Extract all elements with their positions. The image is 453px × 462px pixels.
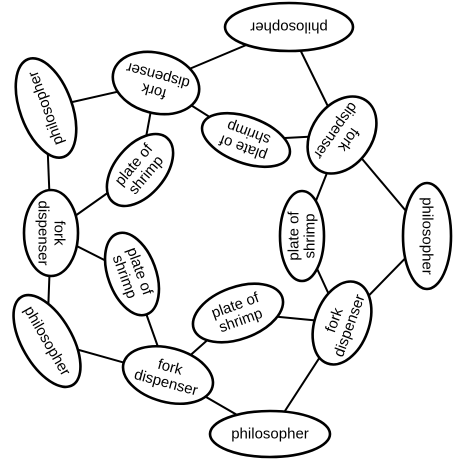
node-ellipse: [223, 1, 355, 53]
node-ellipse: [12, 293, 82, 389]
node-p-bottom: philosopher: [208, 409, 332, 459]
node-label-line: philosopher: [419, 197, 436, 275]
node-ellipse: [278, 189, 326, 283]
node-ellipse: [121, 345, 215, 405]
node-ellipse: [200, 111, 292, 169]
node-ellipse: [311, 280, 373, 366]
node-ellipse: [306, 95, 378, 175]
node-label-line: shrimp: [302, 213, 319, 258]
node-p-right: philosopher: [401, 181, 453, 291]
edge-layer: [45, 26, 428, 435]
node-label-line: plate of: [286, 211, 303, 261]
node-label-line: dispenser: [35, 200, 52, 265]
node-layer: philosopher philosopher philosopher philoso…: [12, 1, 453, 459]
node-p-left: philosopher: [14, 57, 78, 159]
node-ellipse: [208, 409, 332, 459]
node-ellipse: [103, 231, 161, 317]
node-label-line: philosopher: [250, 19, 328, 36]
node-p-top: philosopher: [223, 1, 355, 53]
node-label-line: philosopher: [231, 426, 309, 443]
node-label-line: fork: [156, 356, 185, 379]
node-ellipse: [22, 188, 80, 278]
node-ellipse: [191, 282, 285, 344]
node-p-bottom-left: philosopher: [12, 293, 82, 389]
node-label-line: fork: [51, 220, 68, 246]
node-ellipse: [14, 57, 78, 159]
node-ellipse: [401, 181, 453, 291]
node-label-line: fork: [139, 79, 168, 102]
